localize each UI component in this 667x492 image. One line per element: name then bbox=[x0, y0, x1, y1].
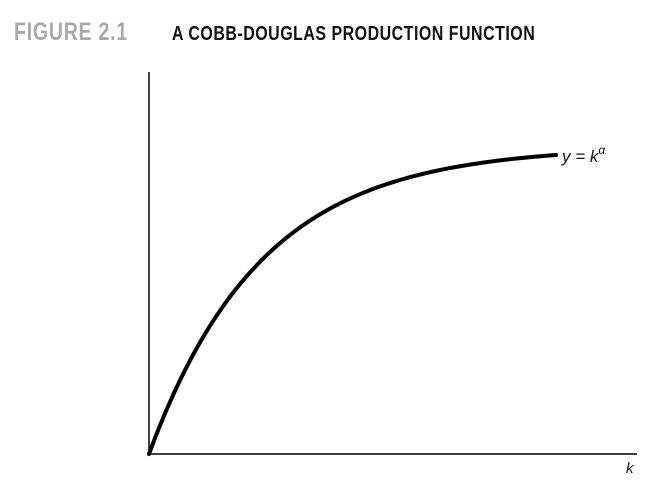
curve-label-exponent: α bbox=[598, 143, 606, 157]
figure-title: A COBB-DOUGLAS PRODUCTION FUNCTION bbox=[172, 23, 536, 45]
curve-label: y = kα bbox=[561, 143, 606, 166]
curve-label-base: y = k bbox=[561, 147, 600, 166]
x-axis-label: k bbox=[626, 460, 635, 477]
figure-header: FIGURE 2.1 A COBB-DOUGLAS PRODUCTION FUN… bbox=[14, 18, 626, 50]
cobb-douglas-curve bbox=[147, 153, 558, 456]
